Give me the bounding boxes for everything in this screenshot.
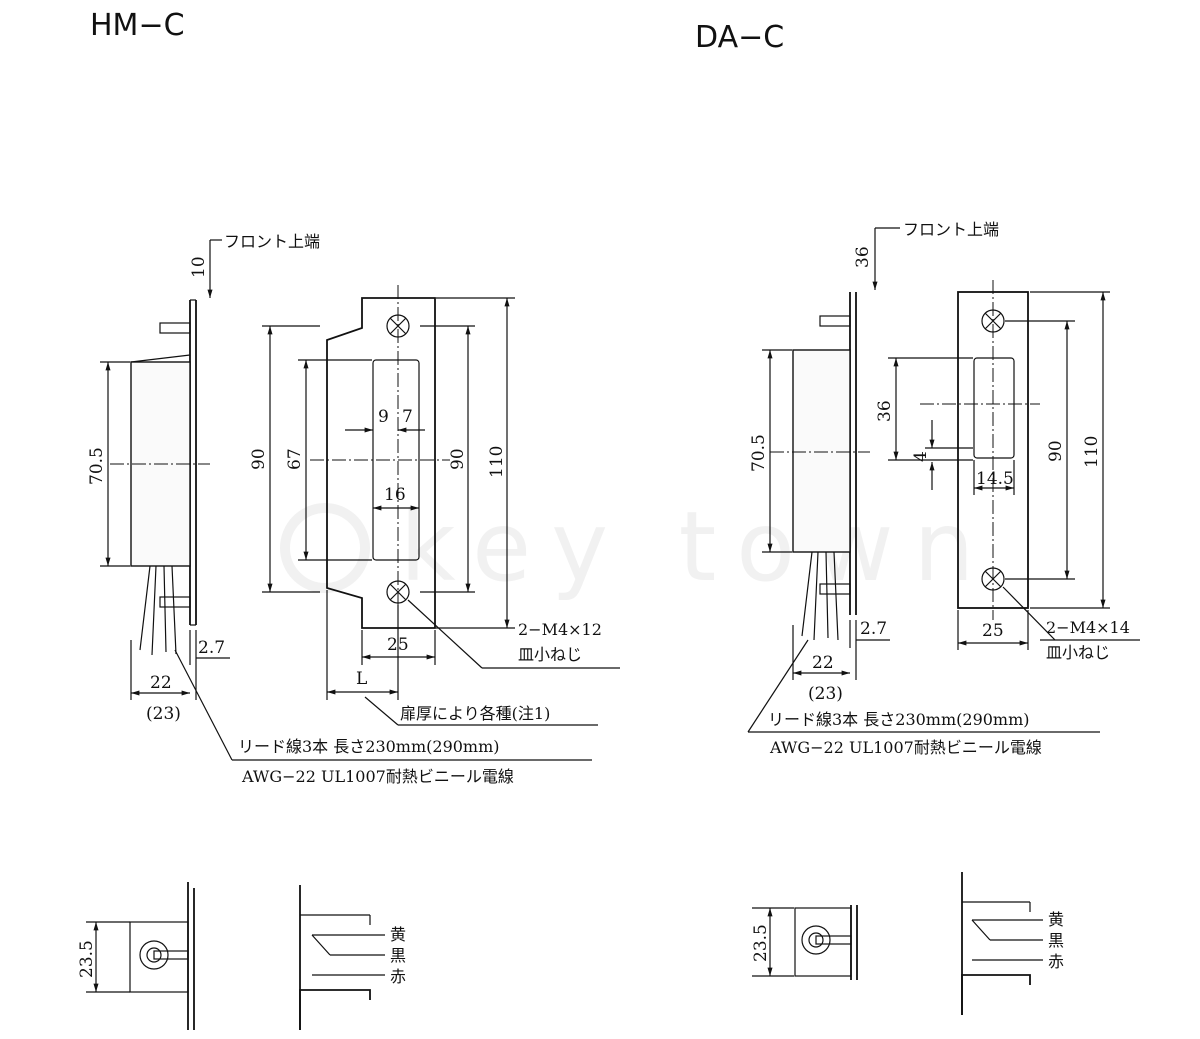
hm-dim-23: (23) (146, 704, 181, 724)
watermark-logo (280, 503, 370, 593)
da-dim-14-5: 14.5 (976, 469, 1014, 489)
da-dim-110: 110 (1082, 436, 1102, 468)
da-side-view: フロント上端 36 70.5 22 (23) 2.7 (749, 220, 999, 704)
hm-dim-90-outer: 90 (249, 448, 269, 470)
da-screw-note-2: 皿小ねじ (1046, 643, 1110, 662)
da-dim-23-5: 23.5 (751, 924, 771, 962)
da-dim-36-inner: 36 (875, 400, 895, 422)
da-dim-70-5: 70.5 (749, 434, 769, 472)
da-lead-note: リード線3本 長さ230mm(290mm) (768, 710, 1030, 729)
hm-dim-23-5: 23.5 (77, 940, 97, 978)
da-dim-25: 25 (982, 621, 1004, 641)
da-dim-36-top: 36 (853, 246, 873, 268)
hm-door-note: 扉厚により各種(注1) (400, 704, 550, 723)
da-dim-4: 4 (911, 451, 931, 462)
hm-screw-note-2: 皿小ねじ (518, 645, 582, 664)
hm-wiring-schematic: 黄 黒 赤 (299, 885, 406, 1030)
da-end-view: 23.5 (751, 905, 858, 980)
hm-dim-7: 7 (402, 407, 413, 427)
hm-wire-red-label: 赤 (390, 967, 406, 986)
hm-dim-110: 110 (487, 446, 507, 478)
da-wire-yellow-label: 黄 (1048, 910, 1064, 929)
da-wire-red-label: 赤 (1048, 952, 1064, 971)
hm-front-view: 90 67 9 7 16 90 110 25 L (249, 285, 620, 726)
model-title-hm: HM−C (90, 8, 185, 43)
da-dim-22: 22 (812, 653, 834, 673)
hm-dim-9: 9 (378, 407, 389, 427)
da-dim-90: 90 (1046, 440, 1066, 462)
hm-dim-16: 16 (384, 485, 406, 505)
da-front-top-label: フロント上端 (903, 220, 999, 239)
hm-lead-note: リード線3本 長さ230mm(290mm) (238, 737, 500, 756)
hm-dim-L: L (356, 669, 367, 689)
da-wire-note: AWG−22 UL1007耐熱ビニール電線 (769, 738, 1042, 757)
hm-wire-note: AWG−22 UL1007耐熱ビニール電線 (241, 767, 514, 786)
da-wiring-schematic: 黄 黒 赤 (961, 872, 1064, 1015)
hm-side-view: フロント上端 10 70.5 22 (23) 2.7 (87, 232, 320, 724)
model-title-da: DA−C (695, 20, 784, 55)
hm-dim-90-inner: 90 (448, 448, 468, 470)
hm-dim-67: 67 (285, 448, 305, 470)
da-dim-2-7: 2.7 (860, 619, 887, 639)
da-dim-23: (23) (808, 684, 843, 704)
hm-wire-yellow-label: 黄 (390, 925, 406, 944)
hm-dim-2-7: 2.7 (198, 638, 225, 658)
hm-screw-note-1: 2−M4×12 (518, 620, 602, 639)
hm-dim-10: 10 (189, 256, 209, 278)
hm-end-view: 23.5 (77, 882, 195, 1030)
da-wire-black-label: 黒 (1048, 931, 1064, 950)
da-front-view: 36 4 14.5 90 110 25 2−M4×14 皿小ねじ (875, 280, 1140, 662)
hm-front-top-label: フロント上端 (224, 232, 320, 251)
watermark: key town (400, 491, 994, 603)
hm-dim-70-5: 70.5 (87, 447, 107, 485)
hm-dim-22: 22 (150, 673, 172, 693)
da-screw-note-1: 2−M4×14 (1046, 618, 1130, 637)
hm-wire-black-label: 黒 (390, 946, 406, 965)
